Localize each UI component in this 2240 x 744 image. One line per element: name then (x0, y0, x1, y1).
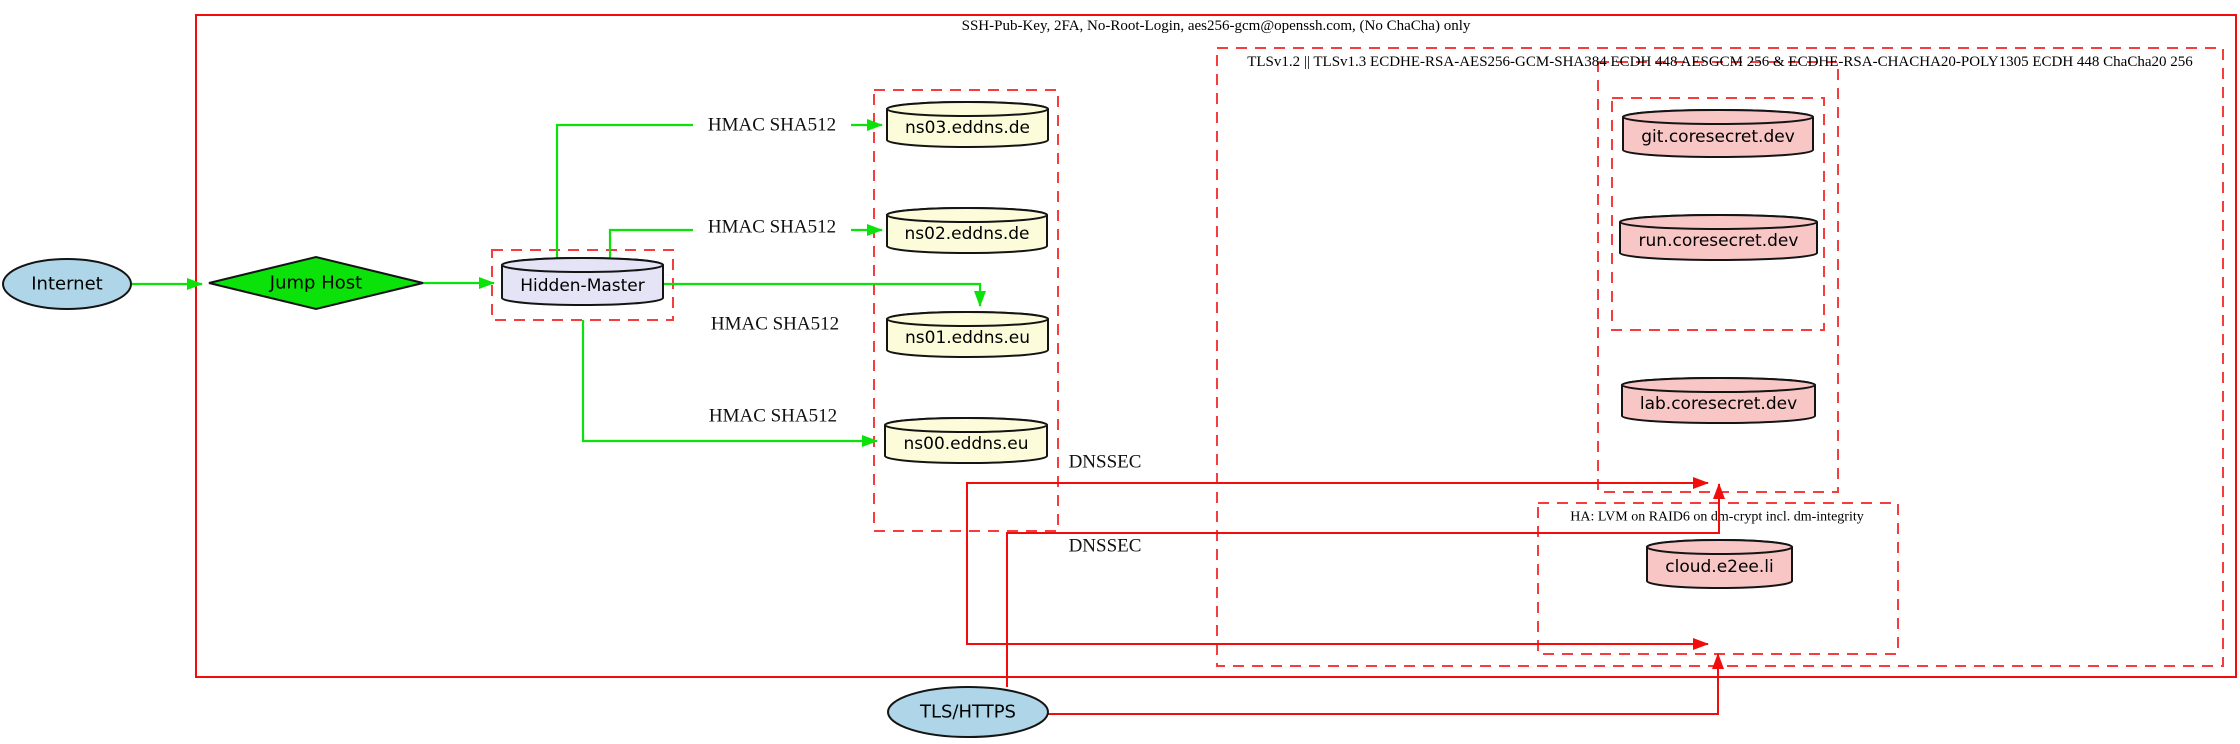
node-hidden-master: Hidden-Master (501, 257, 664, 306)
node-internet: Internet (2, 258, 132, 310)
run-label: run.coresecret.dev (1639, 231, 1799, 251)
node-jump-host: Jump Host (208, 255, 424, 311)
ssh-cluster-label: SSH-Pub-Key, 2FA, No-Root-Login, aes256-… (962, 18, 1471, 34)
git-cylinder-top (1622, 109, 1814, 125)
tls-cluster-box (1216, 47, 2224, 667)
ns03-cylinder-top (886, 101, 1049, 117)
ns03-label: ns03.eddns.de (905, 118, 1030, 138)
edge-master-ns00 (581, 320, 878, 447)
git-label: git.coresecret.dev (1641, 127, 1795, 147)
edge-label-dnssec-2: DNSSEC (1069, 536, 1142, 557)
jump-host-label: Jump Host (269, 273, 362, 294)
ns02-label: ns02.eddns.de (905, 224, 1030, 244)
edge-dnssec-coresecret (966, 477, 1709, 645)
ns01-cylinder-top (886, 311, 1049, 327)
edge-tlshttps-coresecret (1006, 483, 1725, 687)
edge-label-dnssec-1: DNSSEC (1069, 452, 1142, 473)
run-cylinder-top (1619, 214, 1818, 230)
lab-label: lab.coresecret.dev (1640, 394, 1797, 414)
lab-cylinder-top (1621, 377, 1816, 393)
edge-label-hmac-ns01: HMAC SHA512 (711, 314, 839, 335)
ssh-cluster-box (195, 14, 2237, 678)
edge-label-hmac-ns03: HMAC SHA512 (708, 115, 836, 136)
ns02-cylinder-top (886, 207, 1048, 223)
node-lab: lab.coresecret.dev (1621, 377, 1816, 424)
tls-cluster-label: TLSv1.2 || TLSv1.3 ECDHE-RSA-AES256-GCM-… (1247, 54, 2193, 70)
node-ns00: ns00.eddns.eu (884, 417, 1048, 464)
hidden-master-label: Hidden-Master (520, 276, 645, 296)
edge-tlshttps-ha (1048, 653, 1724, 715)
node-git: git.coresecret.dev (1622, 109, 1814, 158)
cloud-label: cloud.e2ee.li (1665, 557, 1773, 577)
internet-label: Internet (31, 274, 102, 295)
hmac-label-backing-1 (693, 112, 851, 138)
node-cloud: cloud.e2ee.li (1646, 539, 1793, 589)
edge-label-hmac-ns00: HMAC SHA512 (709, 406, 837, 427)
node-tls-https: TLS/HTTPS (887, 686, 1049, 738)
ns01-label: ns01.eddns.eu (905, 328, 1030, 348)
ns00-label: ns00.eddns.eu (904, 434, 1029, 454)
ns00-cylinder-top (884, 417, 1048, 433)
edge-label-hmac-ns02: HMAC SHA512 (708, 217, 836, 238)
ha-cluster-label: HA: LVM on RAID6 on dm-crypt incl. dm-in… (1570, 510, 1863, 525)
node-ns03: ns03.eddns.de (886, 101, 1049, 148)
node-ns02: ns02.eddns.de (886, 207, 1048, 254)
node-run: run.coresecret.dev (1619, 214, 1818, 261)
jump-host-diamond (208, 255, 424, 311)
tls-https-label: TLS/HTTPS (919, 702, 1016, 723)
tls-https-ellipse (887, 686, 1049, 738)
edge-master-ns01 (663, 282, 986, 307)
internet-ellipse (2, 258, 132, 310)
node-ns01: ns01.eddns.eu (886, 311, 1049, 358)
hidden-master-cylinder-top (501, 257, 664, 273)
eddns-cluster-box (873, 89, 1059, 532)
hmac-label-backing-2 (693, 214, 851, 240)
coresecret-inner-cluster-box (1611, 97, 1825, 331)
cloud-cylinder-top (1646, 539, 1793, 555)
